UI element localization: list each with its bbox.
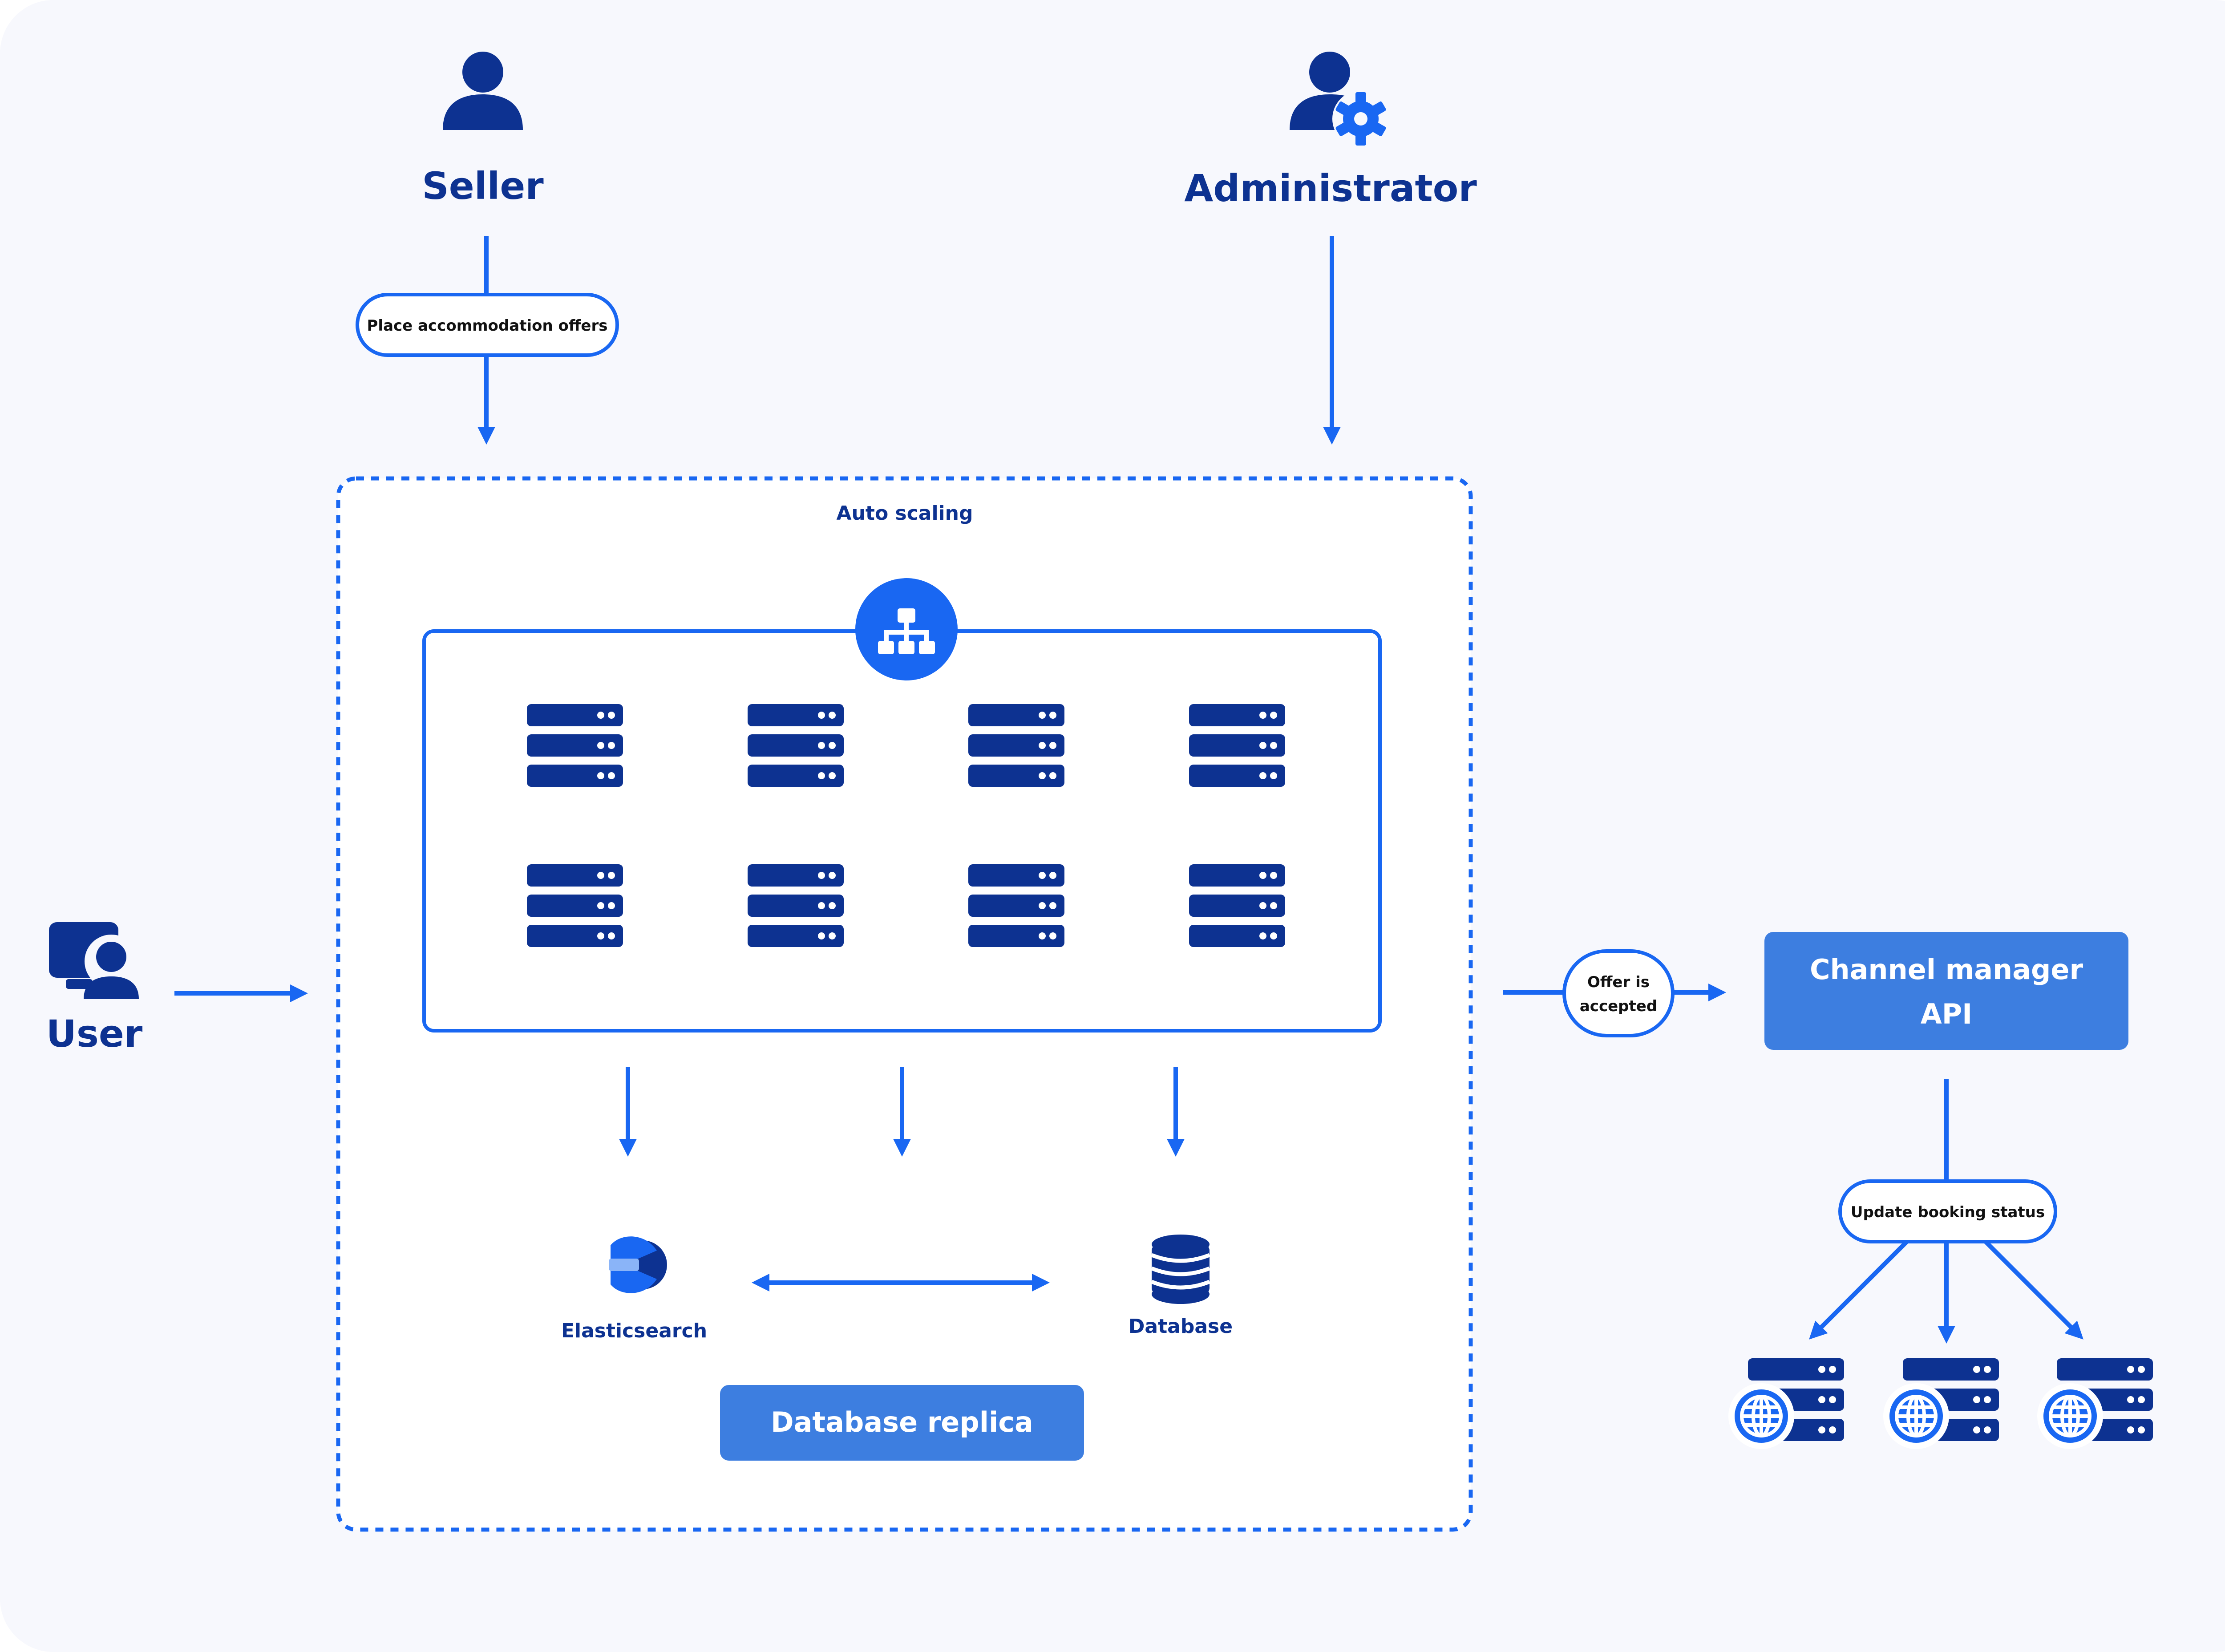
load-balancer-icon — [855, 578, 958, 680]
server-cluster — [422, 629, 1382, 1032]
channel-manager-line1: Channel manager — [1810, 953, 2083, 986]
database-replica-box: Database replica — [720, 1385, 1084, 1461]
database-icon — [1151, 1235, 1210, 1304]
server-rack-icon — [527, 864, 623, 947]
administrator-label: Administrator — [1184, 166, 1477, 210]
server-rack-icon — [1189, 864, 1285, 947]
booking-arrow-right — [1984, 1240, 2083, 1340]
user-label: User — [46, 1012, 143, 1056]
server-rack-icon — [968, 704, 1064, 787]
auto-scaling-label: Auto scaling — [837, 502, 973, 525]
channel-manager-line2: API — [1921, 998, 1973, 1030]
offer-accepted-pill: Offer is accepted — [1562, 949, 1675, 1037]
booking-arrow-left — [1809, 1240, 1909, 1340]
place-offers-pill: Place accommodation offers — [356, 293, 619, 357]
update-booking-label: Update booking status — [1851, 1203, 2045, 1221]
place-offers-label: Place accommodation offers — [367, 317, 608, 335]
server-rack-icon — [1189, 704, 1285, 787]
offer-accepted-line2: accepted — [1580, 997, 1657, 1015]
user-icon — [49, 922, 139, 999]
administrator-icon — [1290, 52, 1389, 147]
seller-icon — [443, 52, 523, 130]
channel-manager-api-box: Channel manager API — [1764, 932, 2128, 1050]
database-label: Database — [1129, 1315, 1233, 1338]
server-rack-icon — [968, 864, 1064, 947]
elasticsearch-label: Elasticsearch — [561, 1320, 707, 1342]
server-rack-icon — [748, 704, 844, 787]
elasticsearch-icon — [609, 1236, 667, 1293]
database-replica-label: Database replica — [771, 1406, 1033, 1438]
server-rack-icon — [748, 864, 844, 947]
update-booking-pill: Update booking status — [1838, 1179, 2057, 1243]
seller-label: Seller — [422, 164, 544, 208]
offer-accepted-line1: Offer is — [1587, 973, 1650, 991]
server-rack-icon — [527, 704, 623, 787]
